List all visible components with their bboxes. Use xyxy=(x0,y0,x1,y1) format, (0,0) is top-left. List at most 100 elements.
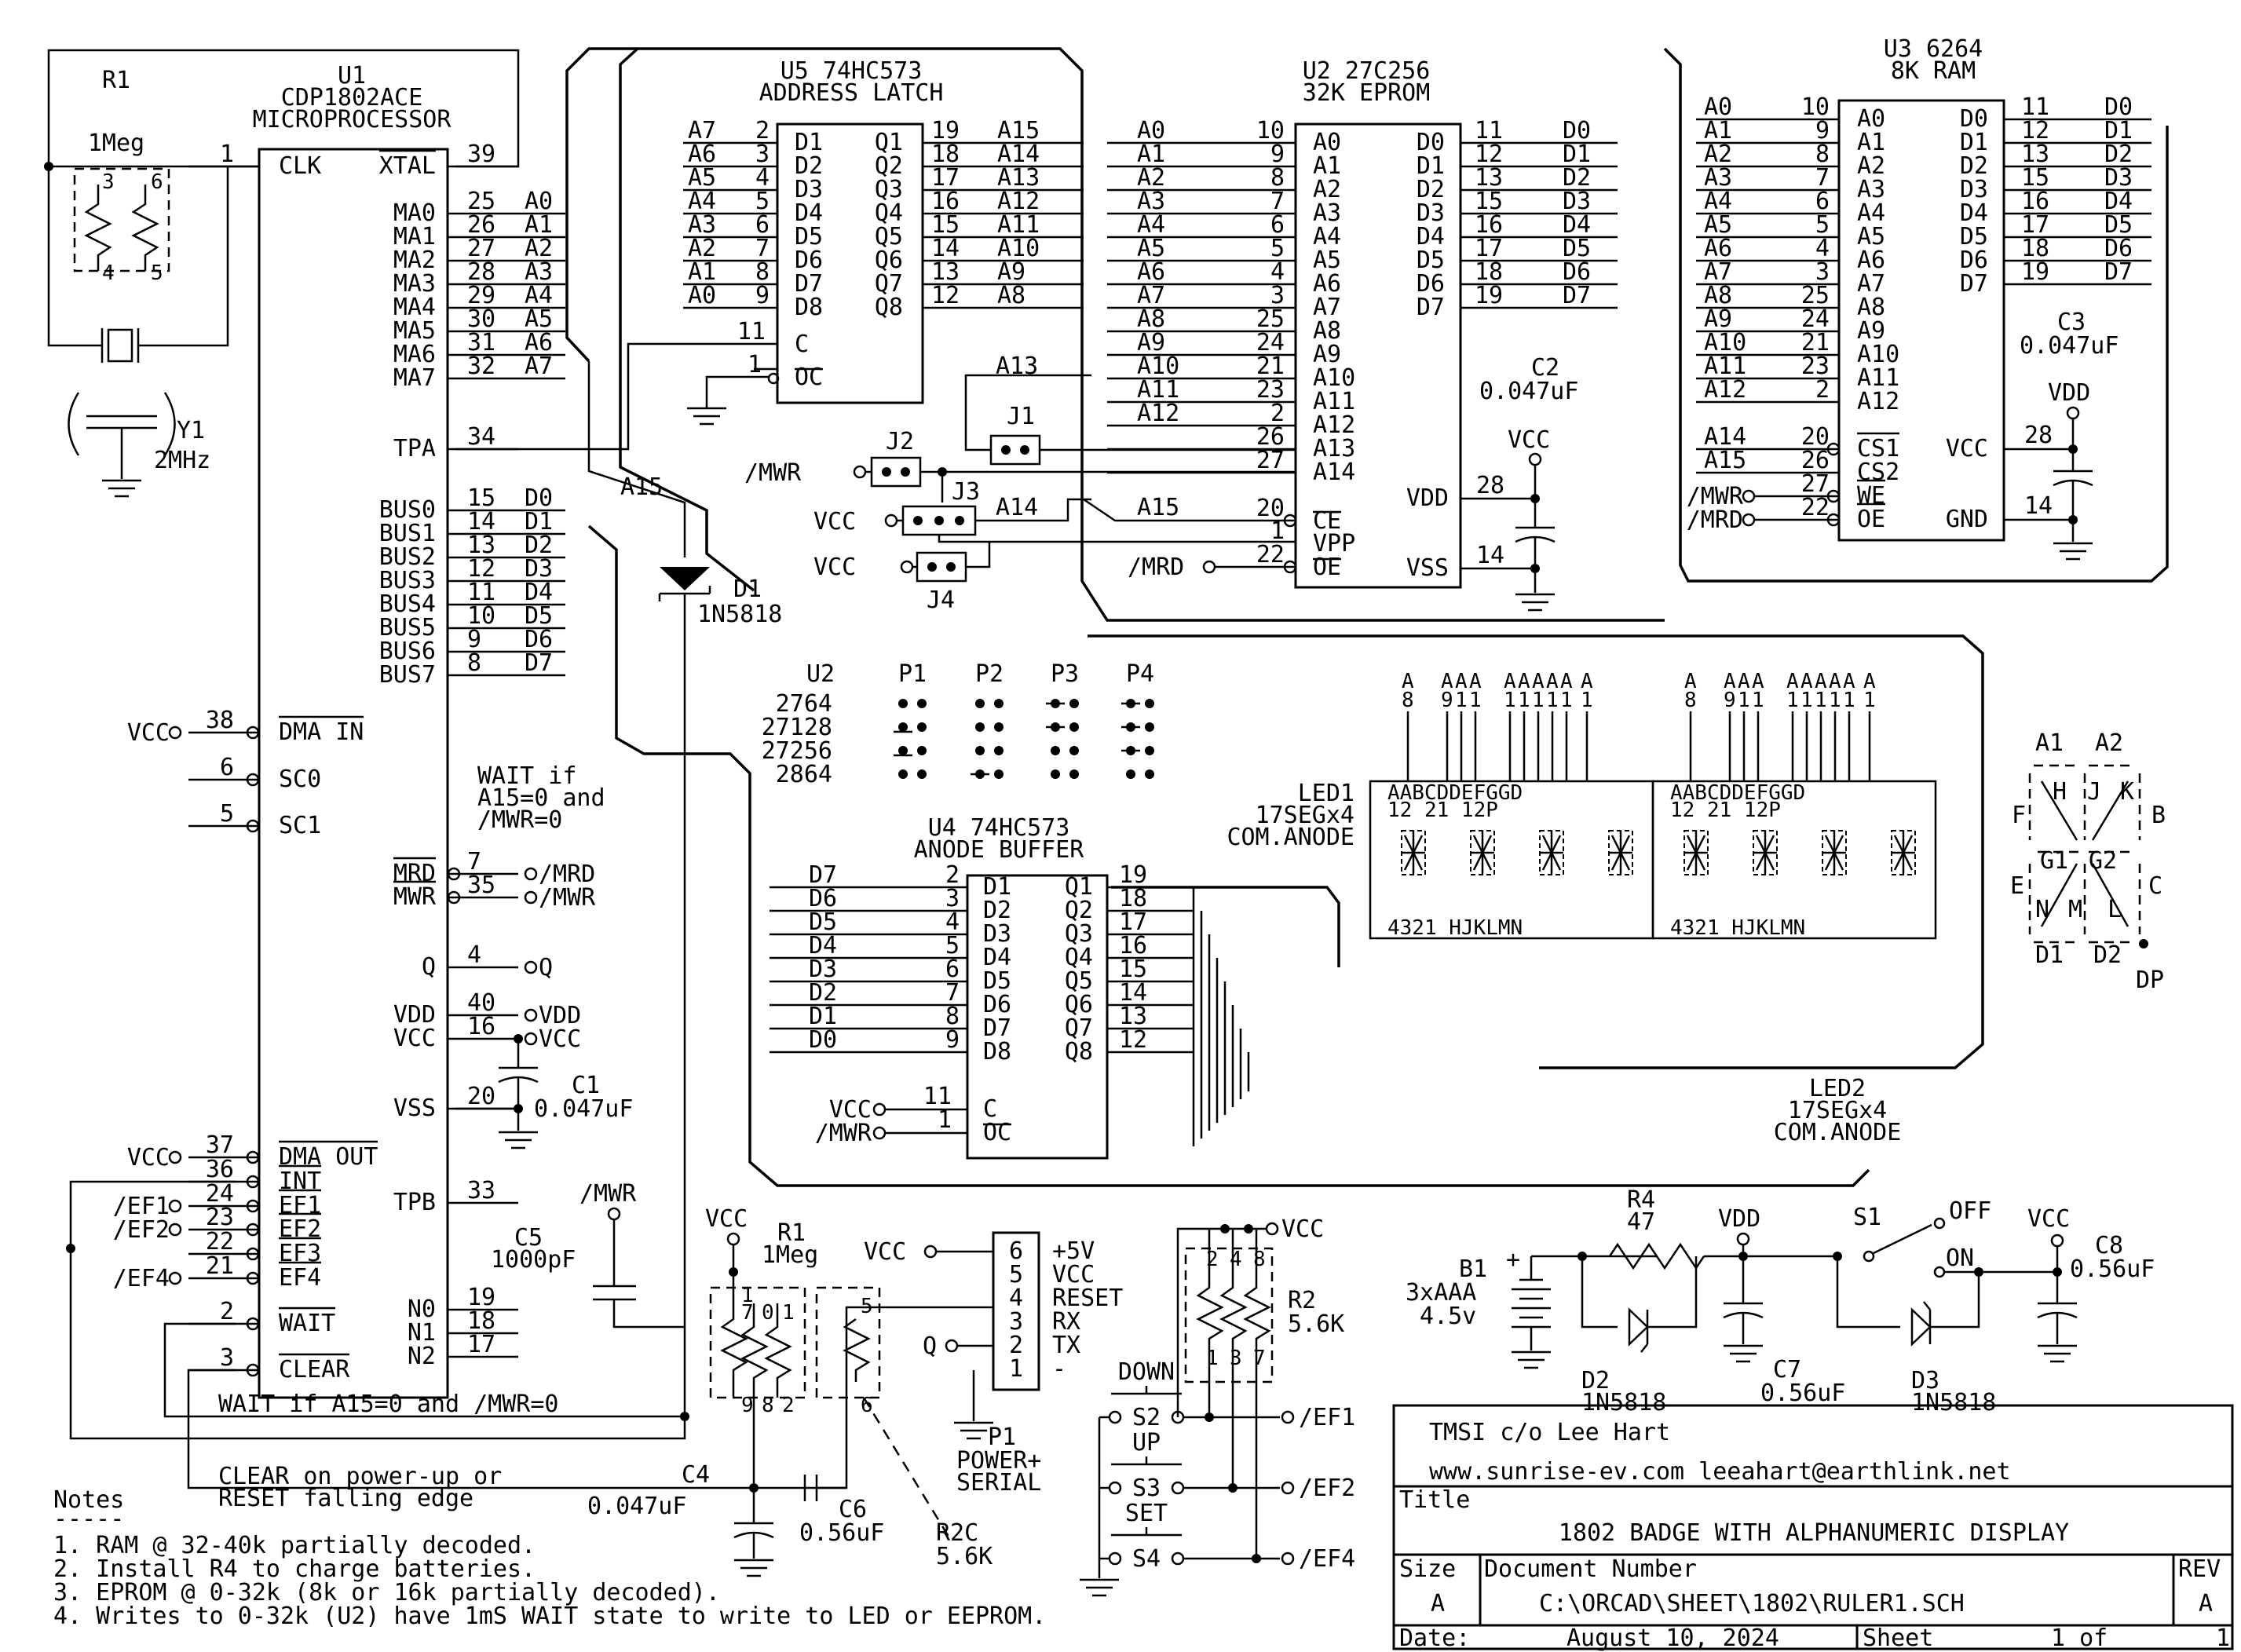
u2-vpp-pin: VPP xyxy=(1313,530,1355,557)
u3-d-num: 18 xyxy=(2021,235,2049,262)
led-top-a: A xyxy=(1843,670,1855,693)
u3-a-pin: A11 xyxy=(1857,364,1899,392)
u2-a-pin: A3 xyxy=(1313,199,1341,227)
r2c-ref: R2C xyxy=(936,1519,978,1547)
u3-a-num: 23 xyxy=(1801,353,1830,380)
u5-in-net: A5 xyxy=(688,164,716,192)
u1-net-mwr: /MWR xyxy=(539,884,596,912)
u5-title: U5 74HC573 xyxy=(781,57,923,85)
u2-a-net: A2 xyxy=(1137,164,1165,192)
u1-pin-num: 9 xyxy=(467,626,481,653)
p1-pin-num: 2 xyxy=(1009,1332,1023,1359)
oscillator-network: R1 1Meg 3 6 4 5 Y1 2MHz xyxy=(44,49,520,498)
u3-d-num: 12 xyxy=(2021,117,2049,144)
r1b-vcc: VCC xyxy=(705,1205,748,1233)
u3-a-net: A3 xyxy=(1704,164,1732,192)
led-top-num: 1 xyxy=(1843,689,1855,712)
u3-title: U3 6264 xyxy=(1884,35,1983,63)
d3-ref: D3 xyxy=(1911,1367,1939,1394)
notes: Notes ----- 1. RAM @ 32-40k partially de… xyxy=(53,1486,1046,1630)
c5-value: 1000pF xyxy=(491,1246,576,1274)
rev-value: A xyxy=(2199,1590,2213,1617)
b1-ref: B1 xyxy=(1459,1255,1487,1283)
led-seg-row: AABCDDEFGGD xyxy=(1387,781,1523,805)
u5-out-net: A15 xyxy=(997,117,1040,144)
u1-pin-num: 5 xyxy=(220,800,234,828)
switch-net: /EF1 xyxy=(1299,1404,1355,1431)
c2-value: 0.047uF xyxy=(1479,378,1578,405)
u2-vcc: VCC xyxy=(1508,426,1550,454)
u1-pin-num: 33 xyxy=(467,1177,495,1204)
u3-a-pin: A8 xyxy=(1857,294,1885,321)
u3-a-num: 4 xyxy=(1815,235,1830,262)
u2-d-pin: D5 xyxy=(1417,247,1445,274)
u2-d-num: 15 xyxy=(1475,188,1503,215)
u3-d-pin: D7 xyxy=(1960,270,1988,298)
u2-d-pin: D6 xyxy=(1417,270,1445,298)
u3-a-net: A0 xyxy=(1704,93,1732,121)
u4-q-pin: Q5 xyxy=(1065,967,1093,995)
u1-pin-num: 1 xyxy=(220,141,234,168)
led-top-a: A xyxy=(1560,670,1573,693)
address-bus-wiring xyxy=(565,47,2169,622)
u3-a-pin: A10 xyxy=(1857,341,1899,368)
led-top-a: A xyxy=(1786,670,1799,693)
u1-pin-vss: VSS xyxy=(393,1095,436,1122)
u3-desc: 8K RAM xyxy=(1891,57,1976,85)
u1-net-q: Q xyxy=(539,954,553,981)
u1-body xyxy=(258,148,449,1399)
j2-ref: J2 xyxy=(886,428,914,455)
c7-ref: C7 xyxy=(1773,1356,1801,1383)
r2-pin4: 4 xyxy=(1230,1248,1242,1271)
clear-line-2: RESET falling edge xyxy=(218,1485,473,1512)
u1-net-vcc: VCC xyxy=(539,1025,581,1053)
u3-d-num: 15 xyxy=(2021,164,2049,192)
c6-value: 0.56uF xyxy=(799,1519,884,1547)
u1-pin-vdd: VDD xyxy=(393,1001,436,1029)
u2-d-pin: D2 xyxy=(1417,176,1445,203)
b1-val: 3xAAA xyxy=(1406,1279,1476,1307)
u1-net-d0: D0 xyxy=(525,484,553,512)
doc-value: C:\ORCAD\SHEET\1802\RULER1.SCH xyxy=(1539,1590,1965,1617)
u2-a-pin: A8 xyxy=(1313,317,1341,345)
u1-pin-bus1: BUS1 xyxy=(379,520,436,547)
u1-pin-bus5: BUS5 xyxy=(379,614,436,641)
notes-rule: ----- xyxy=(53,1505,124,1533)
u1-net-d6: D6 xyxy=(525,626,553,653)
u5-in-num: 2 xyxy=(755,117,770,144)
sheet-label: Sheet xyxy=(1863,1625,1933,1652)
u3-d-num: 19 xyxy=(2021,258,2049,286)
u5-in-num: 8 xyxy=(755,258,770,286)
u1-net-a2: A2 xyxy=(525,235,553,262)
u5-d-pin: D3 xyxy=(795,176,823,203)
u5-q-pin: Q8 xyxy=(875,294,903,321)
u4-in-net: D5 xyxy=(809,908,837,936)
led-top-a: A xyxy=(1738,670,1750,693)
u2-oe-pin: OE xyxy=(1313,554,1341,581)
u1-pin-ma7: MA7 xyxy=(393,364,436,392)
u1-pin-tpb: TPB xyxy=(393,1189,436,1216)
s1-off: OFF xyxy=(1949,1197,1991,1225)
u1-pin-num: 10 xyxy=(467,602,495,630)
led-top-num: 1 xyxy=(1800,689,1813,712)
u1-pin-num: 11 xyxy=(467,579,495,606)
u3-a-num: 25 xyxy=(1801,282,1830,309)
u5-d-pin: D6 xyxy=(795,247,823,274)
u1-net-vcc: VCC xyxy=(127,1144,170,1171)
u2-a-pin: A1 xyxy=(1313,152,1341,180)
u2-a-net: A0 xyxy=(1137,117,1165,144)
title-label: Title xyxy=(1399,1486,1470,1514)
u2-a-pin: A4 xyxy=(1313,223,1341,250)
u1-pin-ma4: MA4 xyxy=(393,294,436,321)
u1-pin-sc0: SC0 xyxy=(279,766,321,793)
u4-d-pin: D7 xyxy=(983,1014,1011,1042)
u5-q-pin: Q2 xyxy=(875,152,903,180)
u3-a-pin: A0 xyxy=(1857,105,1885,133)
u5-out-num: 19 xyxy=(931,117,960,144)
u2-d-pin: D0 xyxy=(1417,129,1445,156)
u3-vcc-pin: VCC xyxy=(1946,435,1988,462)
r1b-pin1: 1 xyxy=(741,1284,754,1307)
